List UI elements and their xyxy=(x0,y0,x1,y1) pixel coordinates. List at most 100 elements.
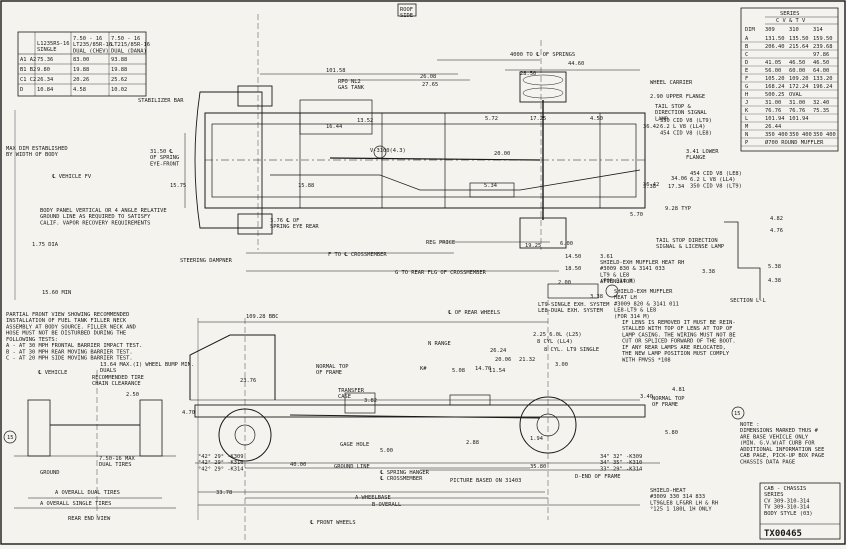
max-bump-label: 13.64 MAX.(I) WHEEL BUMP MIN.DUALS xyxy=(100,362,194,374)
ground-line-label: GROUND LINE xyxy=(334,464,370,470)
series-table-cell: 60.00 xyxy=(789,68,805,74)
series-table-header: 310 xyxy=(789,27,799,33)
dim-5-34: 5.34 xyxy=(484,183,497,189)
dim-36-42b: 36.42 xyxy=(643,182,659,188)
series-table-cell: 172.24 xyxy=(789,84,808,90)
reg-price-label: REG PRICE xyxy=(426,240,455,246)
dim-3-38: 3.38 xyxy=(643,184,656,190)
series-table-cell: 46.50 xyxy=(789,60,805,66)
series-table-cell: 500.25 xyxy=(765,92,784,98)
dim-5-80: 5.80 xyxy=(665,430,678,436)
dim-5-38: 5.38 xyxy=(768,264,781,270)
dim-1-94: 1.94 xyxy=(530,436,543,442)
dim-109-28: 109.28 BBC xyxy=(246,314,278,320)
series-table-cell: 131.50 xyxy=(765,36,784,42)
dim-27-65: 27.65 xyxy=(422,82,438,88)
side-view xyxy=(189,300,660,540)
series-table-cell: P xyxy=(745,140,748,146)
dim-20-00: 20.00 xyxy=(494,151,510,157)
tire-table-cell: 4.58 xyxy=(73,87,86,93)
series-table-cell: 56.00 xyxy=(765,68,781,74)
series-table-cell: 350 400 xyxy=(765,132,788,138)
n-range-label: N RANGE xyxy=(428,341,451,347)
dim-36-42a: 36.42 xyxy=(643,124,659,130)
dim-26-08: 26.08 xyxy=(420,74,436,80)
dim-23-76: 23.76 xyxy=(240,378,256,384)
ref-15-right: 15 xyxy=(734,411,741,417)
cyl-b-label: 8 CYL. LT9 SINGLE xyxy=(544,347,599,353)
dim-17-34: 17.34 xyxy=(668,184,684,190)
dim-4-70: 4.70 xyxy=(182,410,195,416)
ref-15-left: 15 xyxy=(7,435,14,441)
section-l-label: SECTION L-L xyxy=(730,298,766,304)
series-table-cell: 135.50 xyxy=(789,36,808,42)
k-hash-label: K# xyxy=(420,366,427,372)
spring-hanger-label: ℄ SPRING HANGER℄ CROSSMEMBER xyxy=(379,470,430,482)
series-table-header: DIM xyxy=(745,27,755,33)
dim-20-06: 20.06 xyxy=(495,357,511,363)
dim-17-25: 17.25 xyxy=(530,116,546,122)
dim-15-60: 15.60 MIN xyxy=(42,290,71,296)
series-table-cell: 46.50 xyxy=(813,60,829,66)
tire-table-cell: 10.02 xyxy=(111,87,127,93)
series-table-cell: K xyxy=(745,108,749,114)
series-table-cell: 350 400 xyxy=(789,132,812,138)
series-table-cell: 76.76 xyxy=(789,108,805,114)
dim-5-00: 5.00 xyxy=(380,448,393,454)
series-table-cell: 101.94 xyxy=(789,116,808,122)
dim-40-00: 40.00 xyxy=(290,462,306,468)
tire-table-cell: 75.36 xyxy=(37,57,53,63)
dim-15-88: 15.88 xyxy=(298,183,314,189)
dim-33-78: 33.78 xyxy=(216,490,232,496)
series-table-cell: A xyxy=(745,36,749,42)
a-wheelbase-label: A-WHEELBASE xyxy=(355,495,391,501)
exhaust-detail xyxy=(547,221,761,300)
series-table-cell: Ø700 ROUND MUFFLER xyxy=(765,139,824,146)
title-block xyxy=(759,482,841,540)
series-title: SERIES xyxy=(780,11,799,17)
b-overall-label: B-OVERALL xyxy=(372,502,401,508)
front-wheels-label: ℄ FRONT WHEELS xyxy=(309,520,356,526)
dim-4-38: 4.38 xyxy=(768,278,781,284)
series-table-cell: 75.35 xyxy=(813,108,829,114)
dim-14-50: 14.50 xyxy=(565,254,581,260)
g-crossmember-label: G TO REAR FLG OF CROSSMEMBER xyxy=(395,270,487,276)
dim-101-58: 101.58 xyxy=(326,68,345,74)
dim-2-50: 2.50 xyxy=(126,392,139,398)
lens-note: IF LENS IS REMOVED IT MUST BE REIN-STALL… xyxy=(622,320,736,363)
vehicle-centerline-2: ℄ VEHICLE xyxy=(37,370,67,376)
tire-table-cell: 19.88 xyxy=(111,67,127,73)
cyl-a-label: 8 CYL (LL4) xyxy=(537,339,573,345)
end-frame-label: D-END OF FRAME xyxy=(575,474,620,480)
a-single-label: A OVERALL SINGLE TIRES xyxy=(40,501,111,507)
engine-list-b: 454 CID V8 (LE8)6.2 L V8 (LL4)350 CID V8… xyxy=(690,171,742,189)
tire-table-cell: 93.88 xyxy=(111,57,127,63)
dim-11-54: 11.54 xyxy=(489,368,505,374)
dim-3-82: 3.82 xyxy=(364,398,377,404)
shield-a-label: SHIELD-EXH MUFFLER HEAT RH#3009 830 & 31… xyxy=(600,260,684,285)
tire-table-cell: 19.88 xyxy=(73,67,89,73)
series-table-cell: 350 400 xyxy=(813,132,836,138)
series-table-cell: D xyxy=(745,60,748,66)
dim-13-52: 13.52 xyxy=(357,118,373,124)
ground-label: GROUND xyxy=(40,470,59,476)
series-table-cell: 159.50 xyxy=(813,36,832,42)
tire-table-cell: 10.84 xyxy=(37,87,53,93)
dim-34-06: 34.06 xyxy=(671,176,687,182)
series-table-cell: G xyxy=(745,84,748,90)
corner-tag-box xyxy=(397,3,417,17)
drawing-code: TX00465 xyxy=(764,529,802,539)
